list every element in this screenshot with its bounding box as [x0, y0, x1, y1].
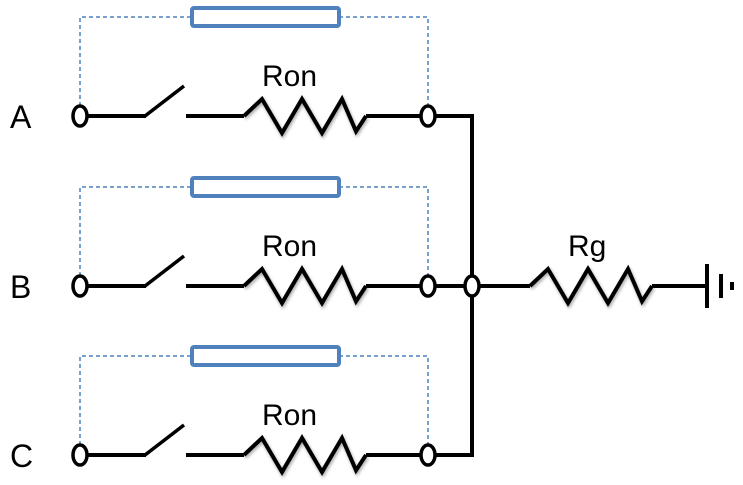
input-terminal [71, 104, 89, 128]
bypass-element [190, 176, 341, 198]
rg-resistor [528, 264, 654, 307]
switch-blade [143, 84, 186, 118]
neutral-junction-node [463, 274, 481, 298]
rg-label: Rg [568, 230, 606, 263]
output-terminal [419, 443, 437, 467]
ron-resistor [242, 433, 368, 476]
resistor-label: Ron [262, 230, 317, 263]
phase-label: B [10, 269, 31, 305]
ground-icon [705, 264, 734, 308]
bypass-dashed-wire [79, 16, 429, 106]
bypass-dashed-wire [79, 355, 429, 445]
ron-resistor [242, 264, 368, 307]
input-terminal [71, 443, 89, 467]
bypass-element [190, 6, 341, 28]
ron-resistor [242, 94, 368, 137]
branch-c: C Ron [10, 345, 437, 476]
switch-blade [143, 423, 186, 457]
switch-blade [143, 254, 186, 288]
phase-label: C [10, 438, 33, 474]
branch-a: A Ron [10, 6, 437, 137]
bypass-element [190, 345, 341, 367]
output-terminal [419, 274, 437, 298]
output-terminal [419, 104, 437, 128]
resistor-label: Ron [262, 399, 317, 432]
branch-b: B Ron [10, 176, 437, 307]
resistor-label: Ron [262, 60, 317, 93]
phase-label: A [10, 99, 32, 135]
bypass-dashed-wire [79, 186, 429, 276]
input-terminal [71, 274, 89, 298]
